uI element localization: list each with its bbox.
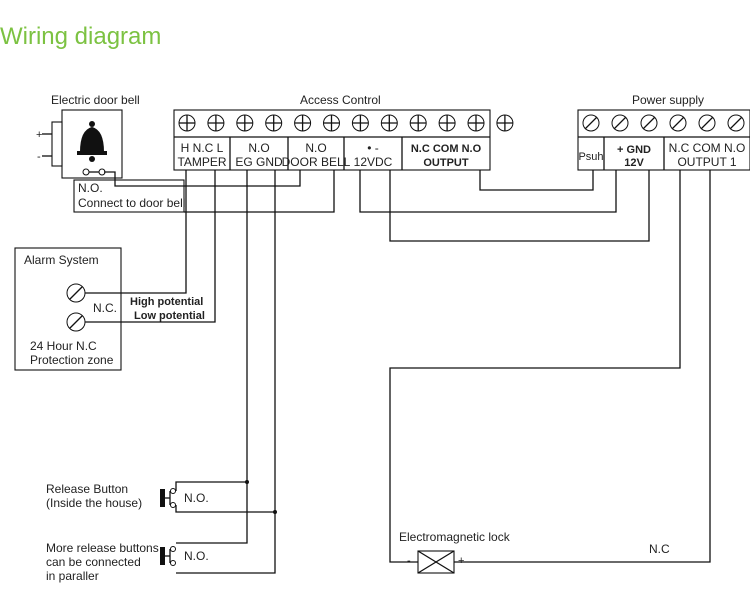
ac-terminal-screw-icon — [496, 114, 514, 132]
wire-doorbell-no — [104, 170, 301, 187]
ac-12vdc-bottom: 12VDC — [354, 155, 393, 169]
ac-terminal-screw-icon — [207, 114, 225, 132]
ps-terminal-screw-icon — [611, 114, 629, 132]
more-buttons-no-label: N.O. — [184, 549, 209, 563]
ac-tamper-top: H N.C L — [181, 141, 224, 155]
alarm-system-box — [14, 247, 122, 371]
door-bell-note — [73, 179, 185, 213]
lock-plus-label: + — [458, 555, 464, 567]
ps-output1-bottom: OUTPUT 1 — [677, 155, 736, 169]
wire-tamper-high — [85, 170, 187, 294]
alarm-terminal-high-icon — [66, 283, 86, 303]
bell-icon — [77, 121, 107, 162]
wire-eg-gnd — [176, 170, 276, 574]
ac-terminal-screw-icon — [178, 114, 196, 132]
svg-text:+: + — [36, 129, 42, 141]
more-buttons-line2: can be connected — [46, 555, 141, 569]
alarm-system-label: Alarm System — [24, 253, 99, 267]
lock-label: Electromagnetic lock — [399, 530, 511, 544]
wire-tamper-low — [85, 170, 216, 323]
release-button-line1: Release Button — [46, 482, 128, 496]
ac-terminal-screw-icon — [294, 114, 312, 132]
alarm-terminal-low-icon — [66, 312, 86, 332]
ps-push-label: Psuh — [578, 151, 603, 163]
release-button-switch-icon — [160, 488, 176, 508]
door-bell-connect-label: Connect to door bell — [78, 196, 185, 210]
wire-output-push — [479, 170, 594, 191]
ac-terminal-screw-icon — [265, 114, 283, 132]
lock-nc-label: N.C — [649, 542, 670, 556]
ac-tamper-bottom: TAMPER — [177, 155, 226, 169]
ps-12v-bottom: 12V — [624, 157, 644, 169]
door-bell-device: + - — [36, 109, 123, 179]
ac-terminal-screw-icon — [438, 114, 456, 132]
ps-terminal-screw-icon — [669, 114, 687, 132]
wire-button-tap-2 — [175, 505, 275, 513]
more-buttons-line1: More release buttons — [46, 541, 159, 555]
alarm-low-label: Low potential — [134, 310, 205, 322]
ac-terminal-screw-icon — [323, 114, 340, 132]
ps-12v-top: + GND — [617, 144, 651, 156]
svg-text:-: - — [37, 151, 41, 163]
more-buttons-switch-icon — [160, 546, 176, 566]
ac-terminal-screw-icon — [351, 114, 369, 132]
wire-button-tap-1 — [175, 481, 247, 491]
release-button-no-label: N.O. — [184, 491, 209, 505]
wires — [85, 170, 711, 574]
wire-lock-nc — [389, 170, 681, 563]
more-buttons-line3: in paraller — [46, 569, 99, 583]
ac-terminal-screw-icon — [467, 114, 485, 132]
door-bell-no-label: N.O. — [78, 181, 103, 195]
ac-eg-top: N.O — [248, 141, 269, 155]
door-bell-label: Electric door bell — [51, 93, 140, 107]
wire-12vdc-minus — [389, 170, 650, 242]
ps-terminal-screw-icon — [582, 114, 600, 132]
power-supply-terminal-block — [577, 109, 750, 171]
ac-terminal-screw-icon — [409, 114, 427, 132]
alarm-nc-label: N.C. — [93, 301, 117, 315]
page-title: Wiring diagram — [0, 23, 161, 50]
ac-12vdc-top: • - — [367, 141, 379, 155]
lock-minus-label: - — [407, 555, 411, 567]
wire-12vdc-plus — [359, 170, 617, 213]
ac-output-bottom: OUTPUT — [423, 157, 469, 169]
access-control-terminals — [178, 114, 514, 132]
alarm-zone-line1: 24 Hour N.C — [30, 339, 97, 353]
access-control-label: Access Control — [300, 93, 381, 107]
electromagnetic-lock-icon — [417, 550, 455, 574]
ac-output-top: N.C COM N.O — [411, 143, 482, 155]
ac-doorbell-bottom: DOOR BELL — [282, 155, 351, 169]
power-supply-terminals — [582, 114, 745, 132]
alarm-high-label: High potential — [130, 296, 203, 308]
ac-doorbell-top: N.O — [305, 141, 326, 155]
wire-lock-com — [454, 170, 711, 563]
ps-terminal-screw-icon — [640, 114, 658, 132]
ac-eg-bottom: EG GND — [235, 155, 283, 169]
ps-terminal-screw-icon — [727, 114, 745, 132]
ac-terminal-screw-icon — [380, 114, 398, 132]
alarm-zone-line2: Protection zone — [30, 353, 114, 367]
wire-exit-button — [176, 170, 248, 544]
wire-doorbell-common — [184, 170, 335, 213]
ac-terminal-screw-icon — [236, 114, 254, 132]
ps-terminal-screw-icon — [698, 114, 716, 132]
ps-output1-top: N.C COM N.O — [669, 141, 746, 155]
power-supply-label: Power supply — [632, 93, 704, 107]
release-button-line2: (Inside the house) — [46, 496, 142, 510]
